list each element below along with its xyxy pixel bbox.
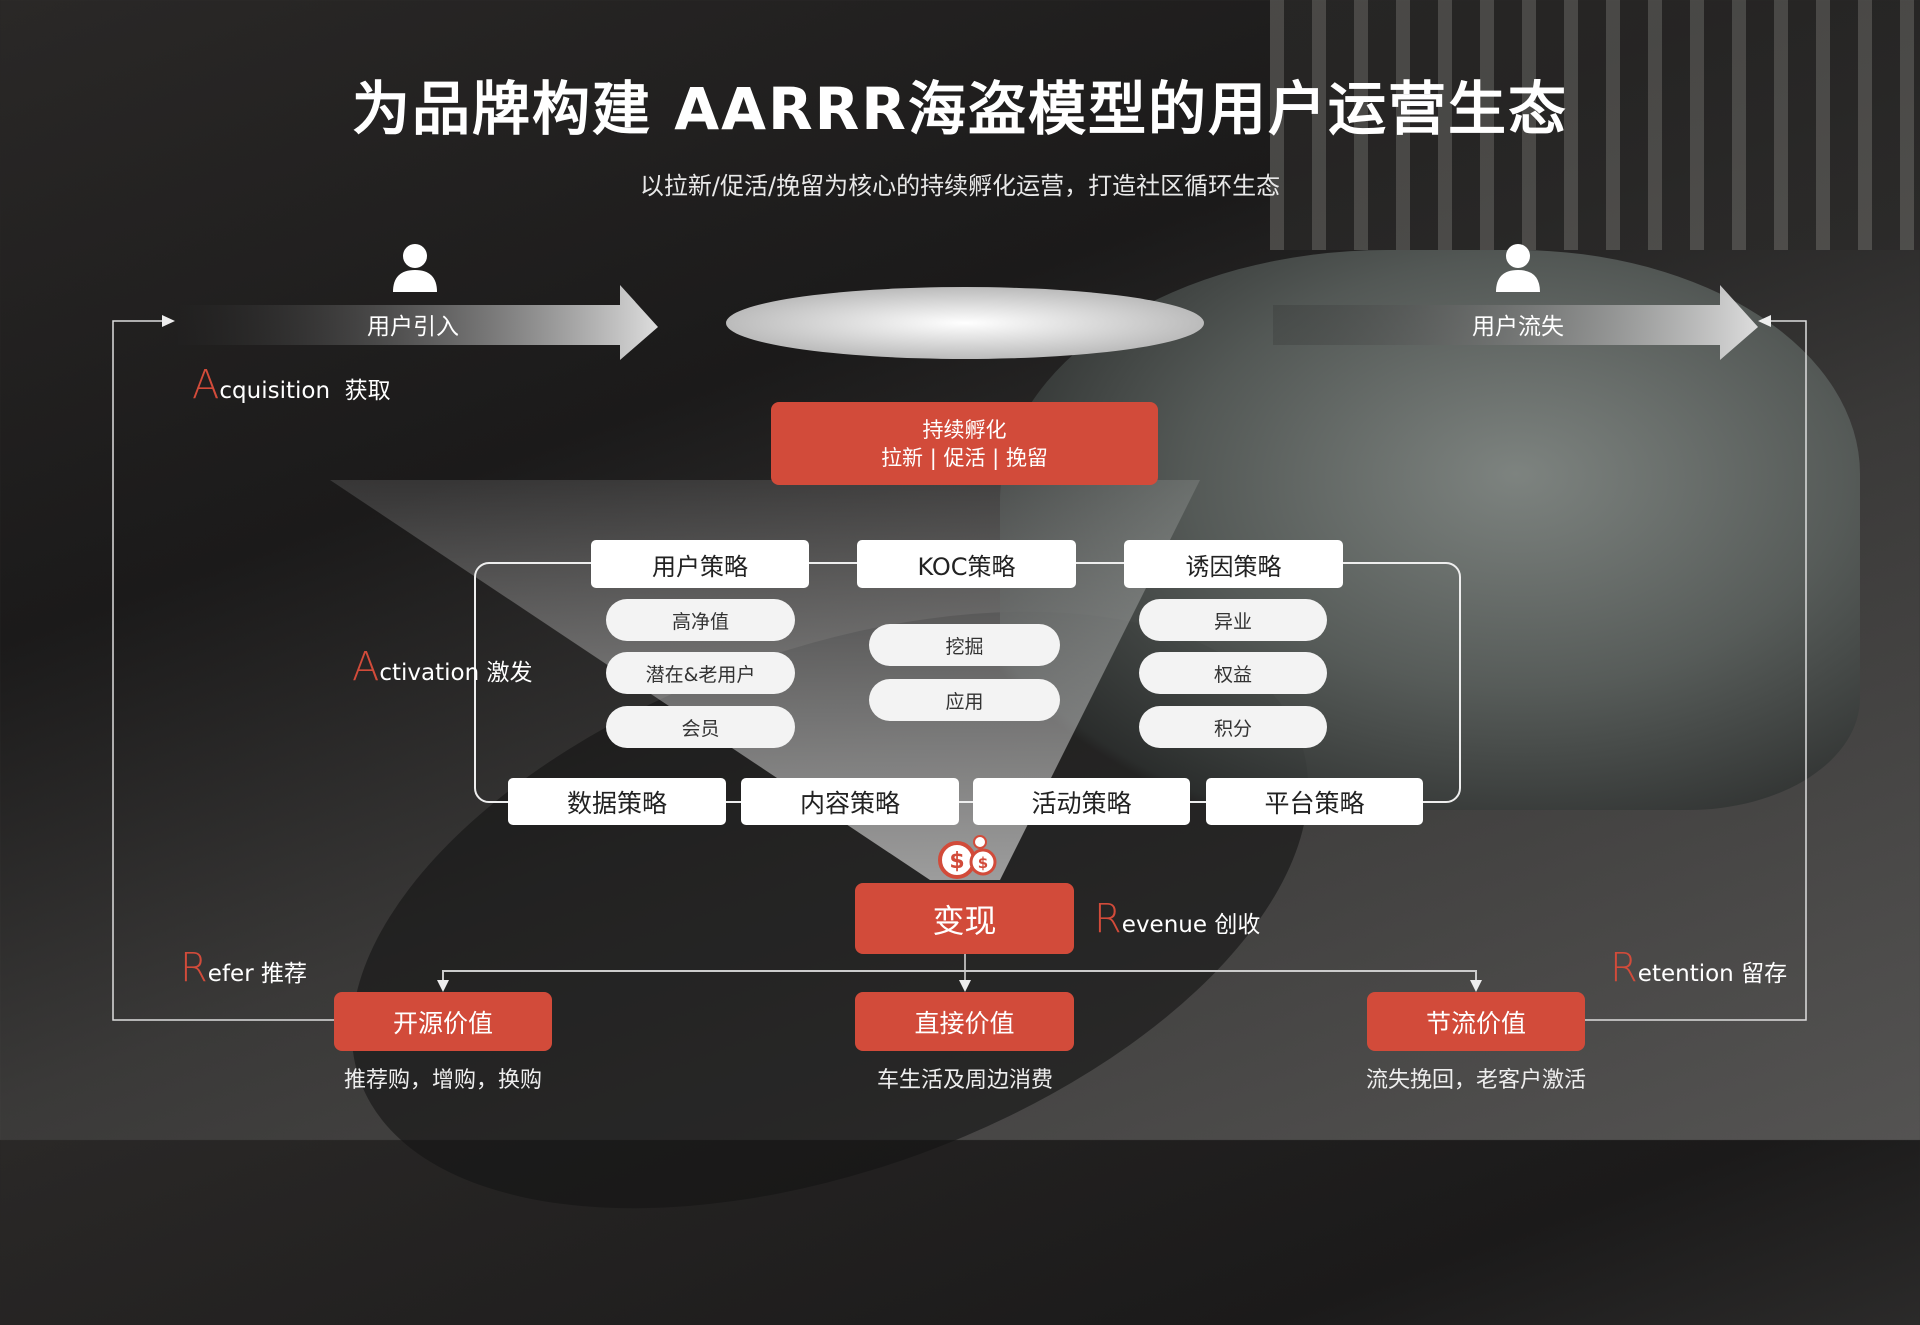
svg-text:$: $ xyxy=(949,849,964,874)
strategy-platform: 平台策略 xyxy=(1206,778,1423,825)
strategy-incentive: 诱因策略 xyxy=(1124,540,1343,588)
strategy-content: 内容策略 xyxy=(741,778,959,825)
value-cost-saving: 节流价值 xyxy=(1367,992,1585,1051)
value-direct: 直接价值 xyxy=(855,992,1074,1051)
value-open-source: 开源价值 xyxy=(334,992,552,1051)
pill-item: 挖掘 xyxy=(869,624,1060,666)
strategy-data: 数据策略 xyxy=(508,778,726,825)
pill-item: 应用 xyxy=(869,679,1060,721)
user-icon xyxy=(393,244,437,292)
page-title: 为品牌构建 AARRR海盗模型的用户运营生态 xyxy=(352,75,1568,143)
pill-item: 权益 xyxy=(1139,652,1327,694)
incubation-title: 持续孵化 xyxy=(922,417,1007,442)
pill-item: 高净值 xyxy=(606,599,795,641)
incubation-box: 持续孵化 拉新 | 促活 | 挽留 xyxy=(771,402,1158,485)
refer-label: Refer 推荐 xyxy=(180,945,307,991)
coins-icon: $ $ xyxy=(938,835,997,879)
arrow-user-in xyxy=(178,285,658,360)
revenue-label: Revenue 创收 xyxy=(1094,896,1261,942)
strategy-user: 用户策略 xyxy=(591,540,809,588)
value-caption: 车生活及周边消费 xyxy=(876,1068,1053,1093)
pill-item: 积分 xyxy=(1139,706,1327,748)
activation-label: Activation 激发 xyxy=(352,644,533,690)
svg-text:$: $ xyxy=(978,854,988,872)
acquisition-label: Acquisition 获取 xyxy=(192,362,391,408)
value-caption: 流失挽回，老客户激活 xyxy=(1365,1068,1586,1093)
user-out-label: 用户流失 xyxy=(1472,314,1564,340)
pill-item: 异业 xyxy=(1139,599,1327,641)
pill-item: 潜在&老用户 xyxy=(606,652,795,694)
value-caption: 推荐购，增购，换购 xyxy=(343,1068,542,1093)
arrow-user-out xyxy=(1273,285,1758,360)
incubation-subtitle: 拉新 | 促活 | 挽留 xyxy=(881,445,1048,470)
retention-label: Retention 留存 xyxy=(1610,945,1788,991)
strategy-activity: 活动策略 xyxy=(973,778,1190,825)
strategy-koc: KOC策略 xyxy=(857,540,1076,588)
background-wall xyxy=(1270,0,1920,250)
user-in-label: 用户引入 xyxy=(367,314,459,340)
page-subtitle: 以拉新/促活/挽留为核心的持续孵化运营，打造社区循环生态 xyxy=(639,172,1281,200)
spotlight-ellipse xyxy=(726,287,1204,359)
user-icon xyxy=(1496,244,1540,292)
pill-item: 会员 xyxy=(606,706,795,748)
monetize-box: 变现 xyxy=(855,883,1074,954)
